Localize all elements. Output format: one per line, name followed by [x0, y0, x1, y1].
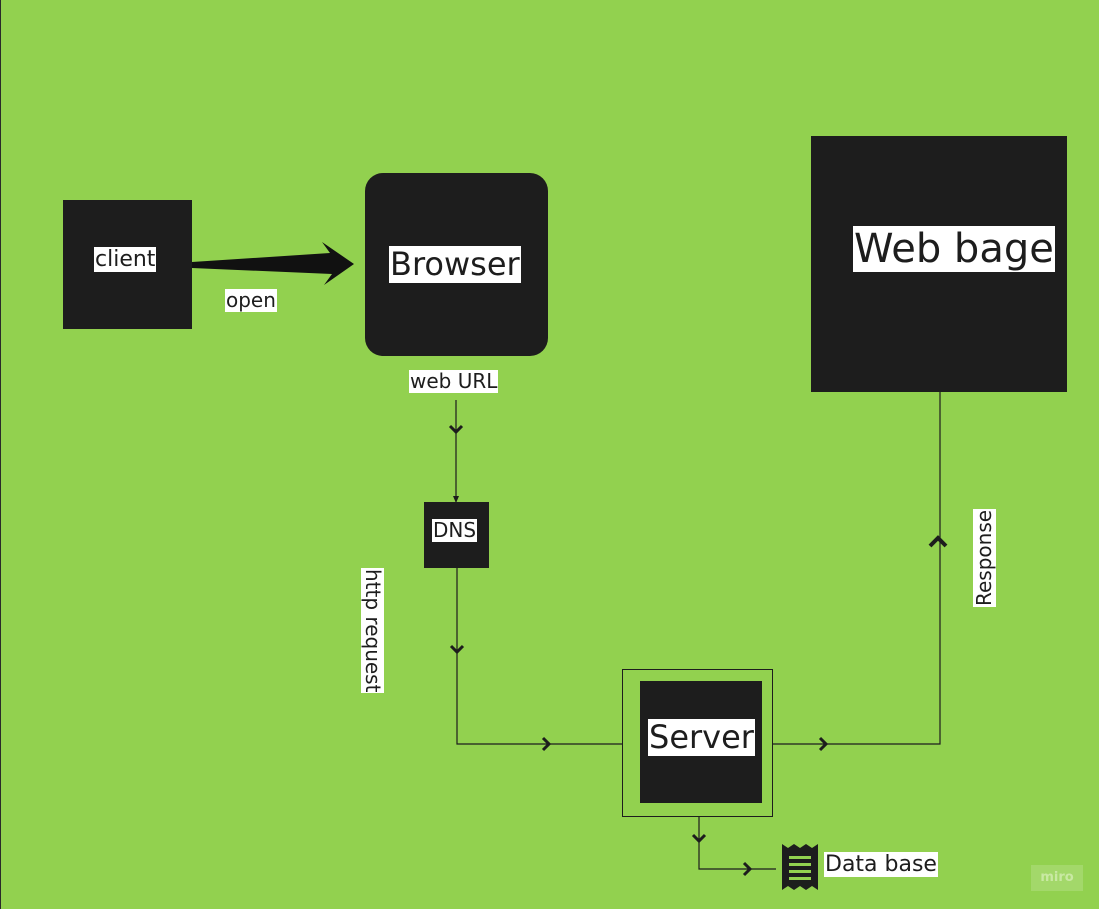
client-label: client: [94, 247, 157, 273]
database-icon[interactable]: [780, 842, 820, 892]
dns-label: DNS: [432, 518, 478, 542]
response-chevron-up: [928, 535, 948, 548]
web-url-chevron: [448, 424, 464, 435]
http-request-connector: [456, 568, 622, 745]
http-request-chevron-right: [541, 736, 552, 752]
response-edge-label: Response: [972, 508, 996, 607]
server-label: Server: [648, 718, 755, 756]
response-connector: [773, 392, 941, 745]
open-edge-label: open: [225, 288, 277, 312]
response-chevron-right: [818, 736, 829, 752]
http-request-edge-label: http request: [361, 568, 385, 694]
web-url-edge-label: web URL: [409, 369, 499, 393]
miro-logo: miro: [1031, 865, 1083, 891]
web-page-label: Web bage: [853, 226, 1055, 272]
http-request-chevron-down: [449, 644, 465, 655]
open-arrow: [192, 242, 354, 285]
database-chevron-down: [691, 833, 707, 844]
web-url-tip: [453, 496, 459, 503]
database-connector: [698, 817, 776, 870]
browser-label: Browser: [389, 245, 521, 283]
database-chevron-right: [742, 861, 753, 877]
server-frame[interactable]: [622, 669, 773, 817]
canvas-edge: [0, 0, 1, 909]
database-label: Data base: [824, 852, 938, 878]
